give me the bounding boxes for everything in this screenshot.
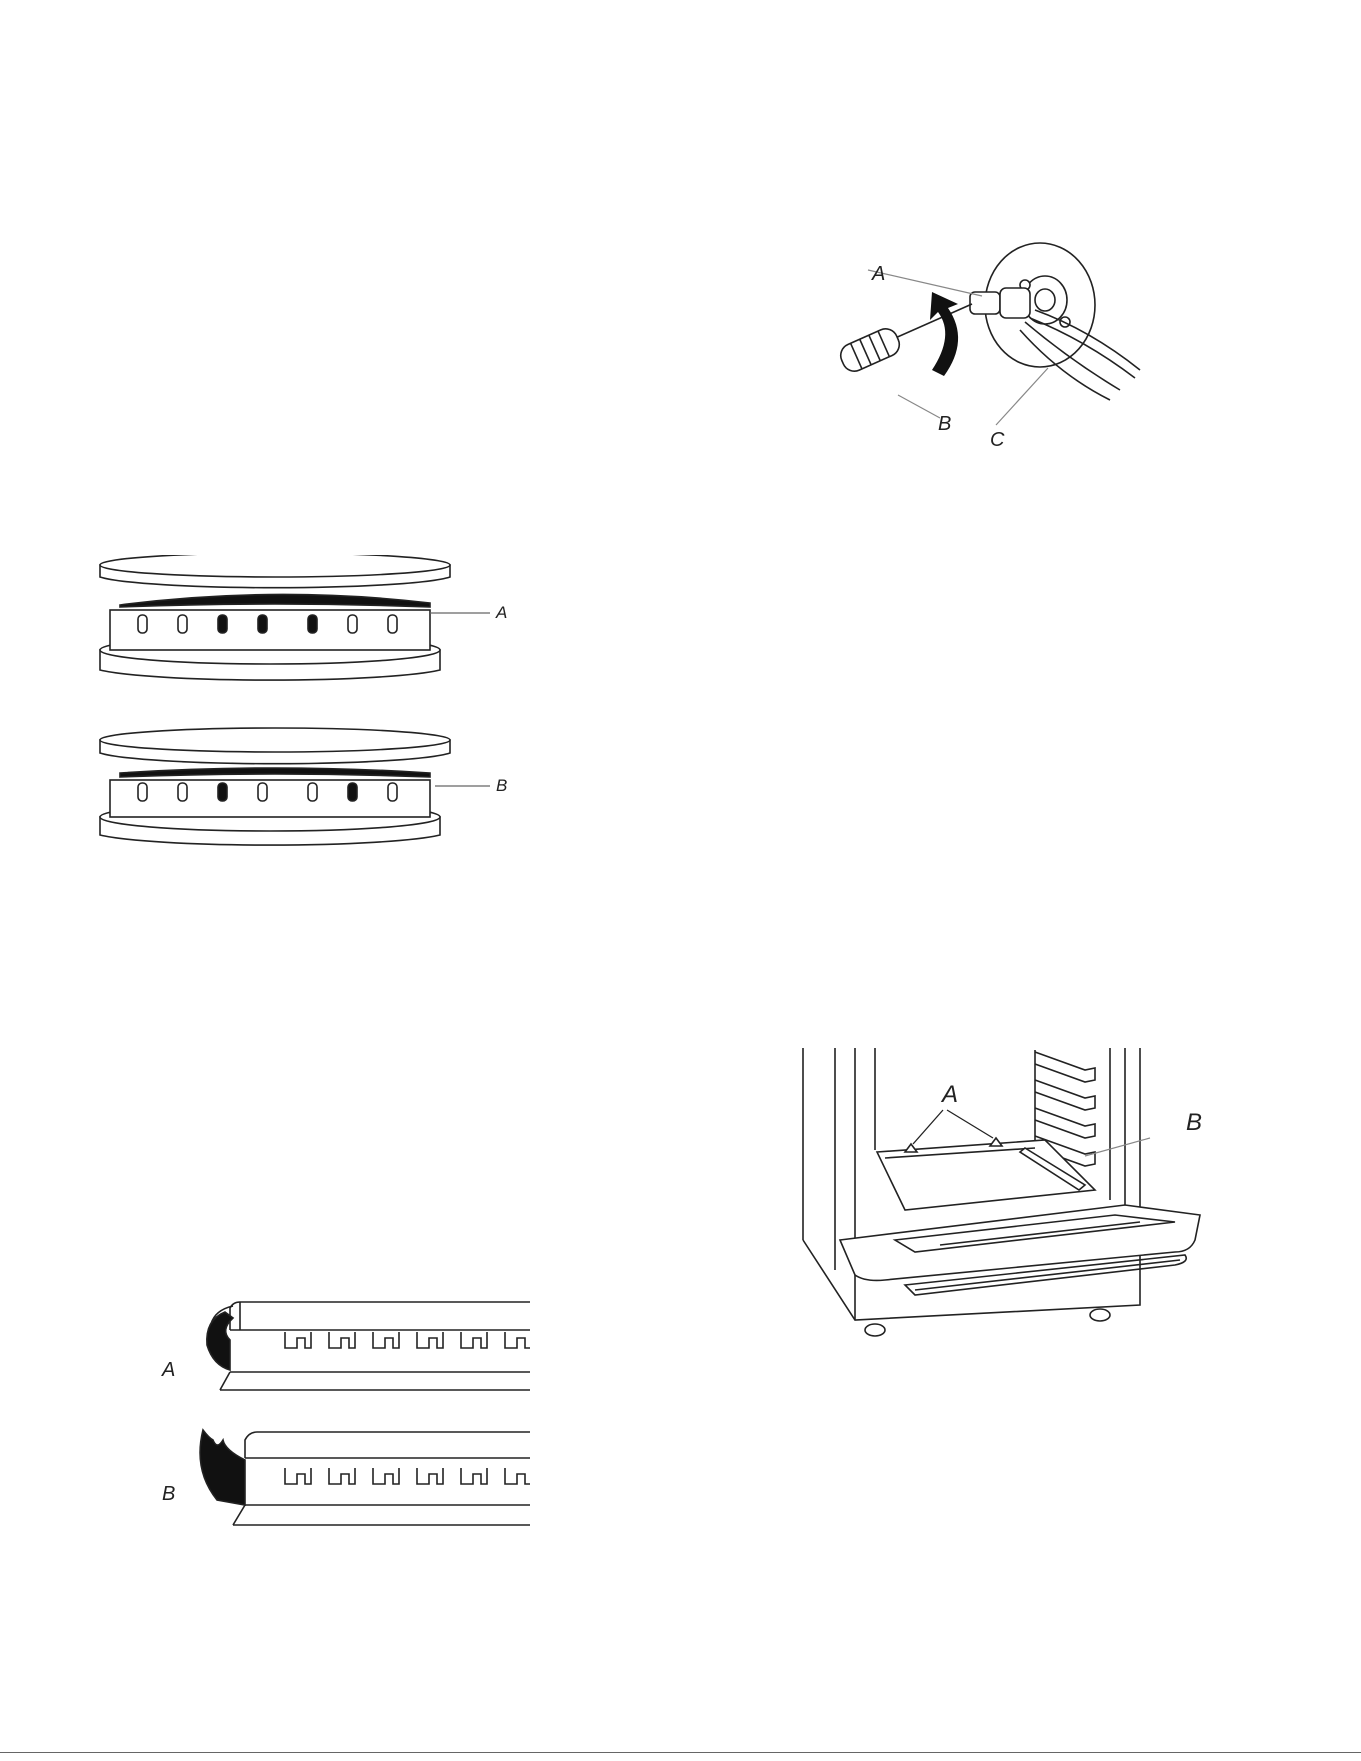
flame-label-b: B	[162, 1484, 175, 1504]
oven-bottom-figure	[795, 1040, 1215, 1340]
flame-shape-a	[207, 1302, 530, 1390]
valve-label-c: C	[990, 430, 1004, 450]
burner-cap-aligned	[100, 728, 450, 845]
burner-cap-figure	[90, 555, 510, 855]
page-footer-rule	[0, 1752, 1361, 1753]
valve-adjust-figure	[820, 240, 1150, 460]
flame-label-a: A	[162, 1360, 175, 1380]
valve-label-a: A	[872, 264, 885, 284]
oven-label-a: A	[942, 1083, 958, 1107]
valve-label-b: B	[938, 414, 951, 434]
burner-cap-label-a: A	[496, 604, 507, 621]
flame-shape-b	[200, 1430, 530, 1525]
flame-shape-figure	[195, 1300, 530, 1550]
burner-cap-label-b: B	[496, 777, 507, 794]
oven-label-b: B	[1186, 1111, 1202, 1135]
rotation-arrow-icon	[930, 292, 958, 376]
burner-cap-misaligned	[100, 555, 450, 680]
